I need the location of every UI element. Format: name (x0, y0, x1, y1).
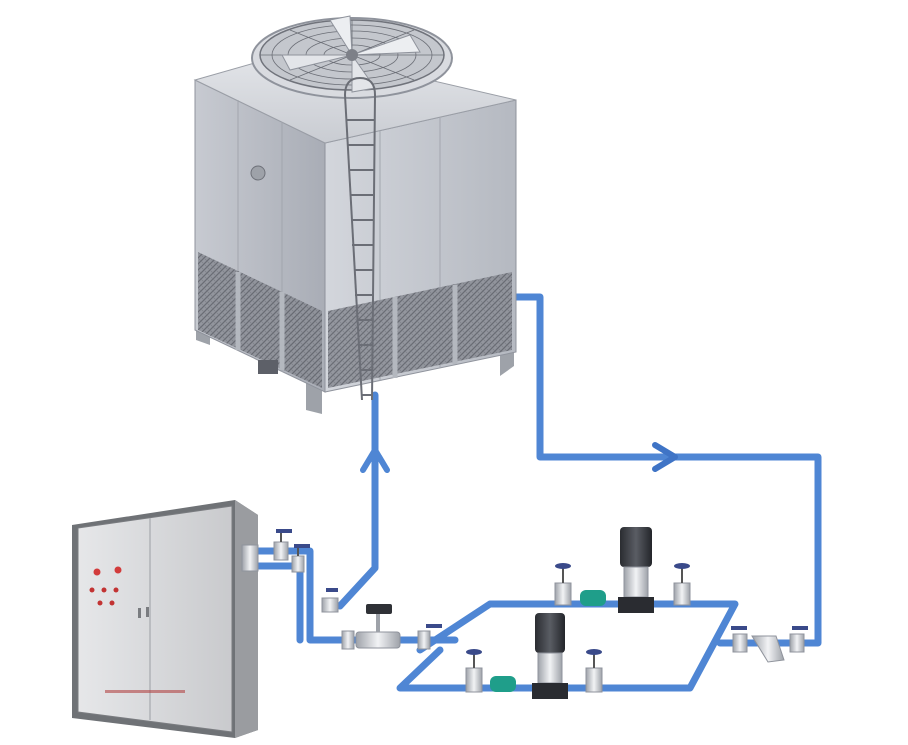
ladder-icon (344, 76, 377, 401)
valve-group (273, 527, 808, 699)
check-valve-icon (490, 676, 516, 692)
cabinet-handle-icon (138, 608, 141, 618)
indicator-light-icon (93, 568, 101, 576)
gate-valve-icon (585, 649, 603, 693)
pipe-tower-return (336, 391, 379, 610)
check-valve-icon (321, 588, 339, 613)
gate-valve-icon (273, 529, 292, 561)
lower-pump-assembly (465, 613, 603, 699)
indicator-light-icon (114, 566, 122, 574)
cabinet-label-strip (105, 690, 185, 693)
gate-valve-icon (554, 563, 572, 606)
flow-arrow-right (652, 442, 678, 472)
gate-valve-icon (291, 544, 310, 573)
y-strainer-icon (731, 626, 808, 663)
cooling-tower-icon (193, 15, 517, 414)
gate-valve-icon (673, 563, 691, 606)
gate-valve-icon (465, 649, 483, 693)
vertical-pump-icon (532, 613, 568, 699)
vertical-pump-icon (618, 527, 654, 613)
pipe-pump-branch-upper (396, 600, 739, 692)
flow-meter-icon (341, 604, 442, 650)
flow-arrow-up (360, 447, 390, 473)
check-valve-icon (580, 590, 606, 606)
upper-pump-assembly (554, 527, 691, 613)
fan-icon (251, 15, 453, 99)
pipe-cabinet-inlet (248, 562, 304, 644)
control-cabinet-icon (72, 500, 259, 738)
